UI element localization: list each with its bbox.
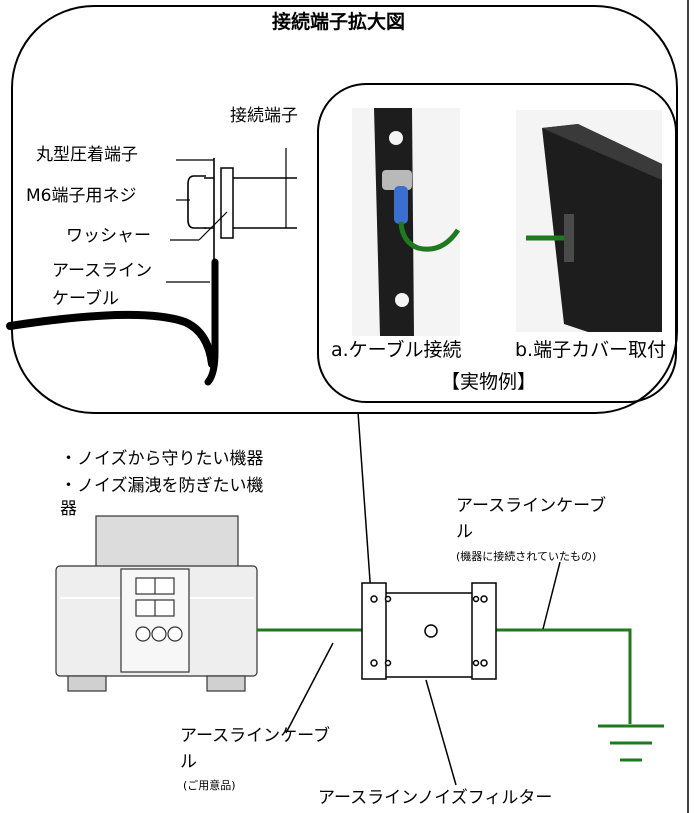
filter-label: アースラインノイズフィルター <box>318 788 553 808</box>
cable-label-line1: アースライン <box>52 261 153 281</box>
device-label-line1: ・ノイズから守りたい機器 <box>60 449 264 469</box>
m6-screw-label: M6端子用ネジ <box>26 186 137 206</box>
m6-screw-head <box>187 175 206 229</box>
left-cable-label-line1: アースラインケーブ <box>180 726 331 746</box>
photo-terminal-cover <box>516 110 662 332</box>
photo-caption-b: b.端子カバー取付 <box>515 339 667 361</box>
right-cable-leader <box>542 561 561 630</box>
cable-curve <box>6 310 216 368</box>
photo-caption: 【実物例】 <box>441 371 537 393</box>
filter-terminal <box>424 624 438 638</box>
photo-cable-connection <box>352 108 460 336</box>
washer-plate <box>220 167 234 239</box>
ring-terminal-label: 丸型圧着端子 <box>36 145 138 165</box>
filter-hole <box>370 595 378 603</box>
filter-leader <box>425 679 457 786</box>
left-cable-note: (ご用意品) <box>183 779 236 792</box>
device-knob-1 <box>135 626 151 642</box>
callout-pointer-line <box>357 411 373 610</box>
device-top <box>95 515 239 571</box>
device-label-line2: ・ノイズ漏洩を防ぎたい機 <box>60 476 264 496</box>
cable-vertical <box>204 258 219 386</box>
photo-caption-a: a.ケーブル接続 <box>331 339 462 361</box>
connection-terminal-label: 接続端子 <box>230 106 298 126</box>
right-ground-wire <box>496 628 632 724</box>
right-cable-label-line1: アースラインケーブ <box>456 496 607 516</box>
terminal-closeup <box>6 148 297 386</box>
washer-label: ワッシャー <box>66 226 151 246</box>
noise-filter <box>361 582 497 680</box>
left-cable-label-line2: ル <box>180 752 197 772</box>
photo-panel-frame <box>317 83 677 403</box>
device-foot-left <box>67 675 107 692</box>
right-cable-label-line2: ル <box>456 522 473 542</box>
device-label-line3: 器 <box>60 499 77 519</box>
cable-label-line2: ケーブル <box>52 289 119 309</box>
protected-device <box>55 515 258 692</box>
right-cable-note: (機器に接続されていたもの) <box>456 550 597 563</box>
left-cable-leader <box>285 642 334 734</box>
device-knob-2 <box>151 626 167 642</box>
device-knob-3 <box>167 626 183 642</box>
device-foot-right <box>206 675 246 692</box>
enlarged-view-title: 接続端子拡大図 <box>272 11 406 33</box>
ground-wires <box>257 628 664 762</box>
